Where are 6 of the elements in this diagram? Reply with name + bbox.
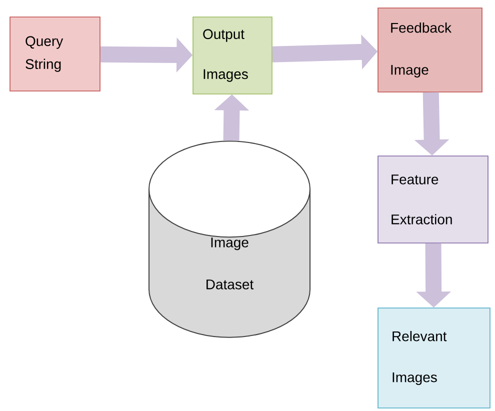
process-box: Feature Extraction	[378, 156, 488, 244]
process-box: Feedback Image	[378, 8, 482, 92]
process-box: Query String	[10, 16, 100, 92]
process-box: Output Images	[192, 16, 272, 94]
database-cylinder: Image Dataset	[148, 140, 310, 338]
process-box: Relevant Images	[378, 308, 490, 408]
